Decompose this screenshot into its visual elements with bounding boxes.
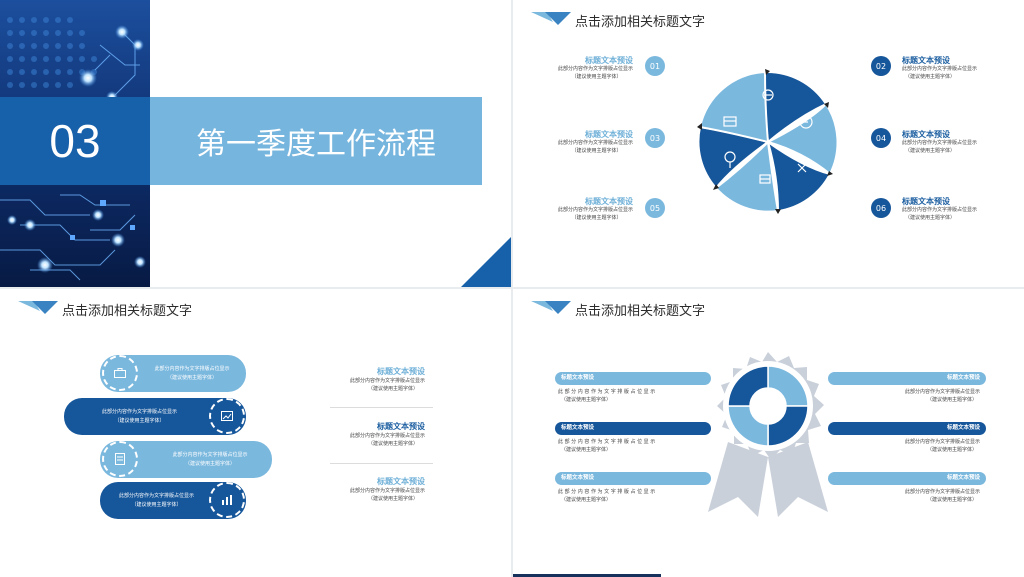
bar-text-line2: （建议使用主题字体） — [184, 461, 235, 467]
item-desc: 此部分内容作为文字排版占位显示 — [904, 489, 980, 495]
bar-text-line1: 此部分内容作为文字排版占位显示 — [154, 366, 230, 372]
corner-triangle-decoration — [461, 237, 511, 287]
slide-badge[interactable]: 点击添加相关标题文字 标题文本预设 此 部 分 内 容 作 为 文 字 排 版 … — [513, 289, 1024, 577]
label-pill: 标题文本预设 — [828, 372, 986, 385]
item-desc: 此 部 分 内 容 作 为 文 字 排 版 占 位 显 示 — [558, 389, 656, 395]
item-desc: 此部分内容作为文字排版占位显示 — [904, 439, 980, 445]
item-desc: 此部分内容作为文字排版占位显示 — [904, 389, 980, 395]
item-title: 标题文本预设 — [377, 477, 425, 486]
label-pill: 标题文本预设 — [555, 422, 711, 435]
item-desc: 此部分内容作为文字排版占位显示 — [902, 66, 978, 72]
bar-text-line1: 此部分内容作为文字排版占位显示 — [172, 452, 248, 458]
label-pill: 标题文本预设 — [555, 472, 711, 485]
item-title: 标题文本预设 — [585, 56, 633, 65]
item-desc: 此 部 分 内 容 作 为 文 字 排 版 占 位 显 示 — [558, 439, 656, 445]
number-badge: 04 — [871, 128, 891, 148]
label-pill: 标题文本预设 — [828, 472, 986, 485]
item-desc: 此 部 分 内 容 作 为 文 字 排 版 占 位 显 示 — [558, 489, 656, 495]
chevron-logo-icon — [531, 301, 571, 314]
slide-title: 点击添加相关标题文字 — [62, 304, 193, 319]
bar-icon-circle — [209, 398, 245, 434]
briefcase-icon — [114, 368, 126, 378]
slide-section-cover[interactable]: 03 第一季度工作流程 — [0, 0, 511, 287]
bar-icon-circle — [102, 441, 138, 477]
label-pill: 标题文本预设 — [828, 422, 986, 435]
bar-icon-circle — [102, 355, 138, 391]
number-badge: 06 — [871, 198, 891, 218]
next-slide-edge — [513, 574, 661, 577]
item-note: （建议使用主题字体） — [571, 215, 622, 221]
divider-line — [330, 407, 433, 408]
chevron-logo-icon — [18, 301, 58, 314]
item-note: （建议使用主题字体） — [571, 74, 622, 80]
item-note: （建议使用主题字体） — [905, 148, 956, 154]
item-note: （建议使用主题字体） — [367, 496, 418, 502]
item-desc: 此部分内容作为文字排版占位显示 — [349, 378, 425, 384]
slide-bars[interactable]: 点击添加相关标题文字 此部分内容作为文字排版占位显示 （建议使用主题字体） 此部… — [0, 289, 511, 577]
chevron-logo-icon — [531, 12, 571, 25]
slide-title: 点击添加相关标题文字 — [575, 15, 706, 30]
item-desc: 此部分内容作为文字排版占位显示 — [557, 66, 633, 72]
item-title: 标题文本预设 — [377, 422, 425, 431]
item-desc: 此部分内容作为文字排版占位显示 — [902, 207, 978, 213]
item-title: 标题文本预设 — [377, 367, 425, 376]
item-desc: 此部分内容作为文字排版占位显示 — [557, 140, 633, 146]
item-note: （建议使用主题字体） — [367, 441, 418, 447]
section-title-banner — [150, 97, 482, 185]
divider-line — [330, 463, 433, 464]
pinwheel-diagram — [697, 69, 839, 214]
section-title: 第一季度工作流程 — [196, 127, 436, 162]
item-desc: 此部分内容作为文字排版占位显示 — [349, 433, 425, 439]
item-title: 标题文本预设 — [902, 197, 950, 206]
item-desc: 此部分内容作为文字排版占位显示 — [902, 140, 978, 146]
item-note: （建议使用主题字体） — [926, 447, 977, 453]
slide-title: 点击添加相关标题文字 — [575, 304, 706, 319]
item-desc: 此部分内容作为文字排版占位显示 — [349, 488, 425, 494]
bar-text-line1: 此部分内容作为文字排版占位显示 — [101, 409, 177, 415]
number-badge: 02 — [871, 56, 891, 76]
bar-text-line2: （建议使用主题字体） — [114, 418, 165, 424]
item-title: 标题文本预设 — [585, 130, 633, 139]
item-title: 标题文本预设 — [585, 197, 633, 206]
item-note: （建议使用主题字体） — [926, 497, 977, 503]
item-note: （建议使用主题字体） — [561, 397, 612, 403]
bar-text-line2: （建议使用主题字体） — [131, 502, 182, 508]
section-number-box — [0, 97, 150, 185]
item-note: （建议使用主题字体） — [561, 497, 612, 503]
item-note: （建议使用主题字体） — [905, 74, 956, 80]
number-badge: 01 — [645, 56, 665, 76]
item-note: （建议使用主题字体） — [561, 447, 612, 453]
bar-icon-circle — [209, 482, 245, 518]
number-badge: 05 — [645, 198, 665, 218]
item-title: 标题文本预设 — [902, 130, 950, 139]
item-note: （建议使用主题字体） — [367, 386, 418, 392]
item-note: （建议使用主题字体） — [905, 215, 956, 221]
bar-text-line2: （建议使用主题字体） — [166, 375, 217, 381]
number-badge: 03 — [645, 128, 665, 148]
item-title: 标题文本预设 — [902, 56, 950, 65]
item-note: （建议使用主题字体） — [926, 397, 977, 403]
item-desc: 此部分内容作为文字排版占位显示 — [557, 207, 633, 213]
bar-text-line1: 此部分内容作为文字排版占位显示 — [118, 493, 194, 499]
document-icon — [115, 453, 125, 465]
label-pill: 标题文本预设 — [555, 372, 711, 385]
slide-pinwheel[interactable]: 点击添加相关标题文字 标题文本预设 此部分内容作为文字排版占位显示 （建议使用主… — [513, 0, 1024, 287]
item-note: （建议使用主题字体） — [571, 148, 622, 154]
section-number: 03 — [49, 115, 101, 167]
bar-chart-icon — [222, 495, 232, 505]
award-badge-icon — [708, 352, 828, 517]
image-icon — [221, 411, 233, 421]
